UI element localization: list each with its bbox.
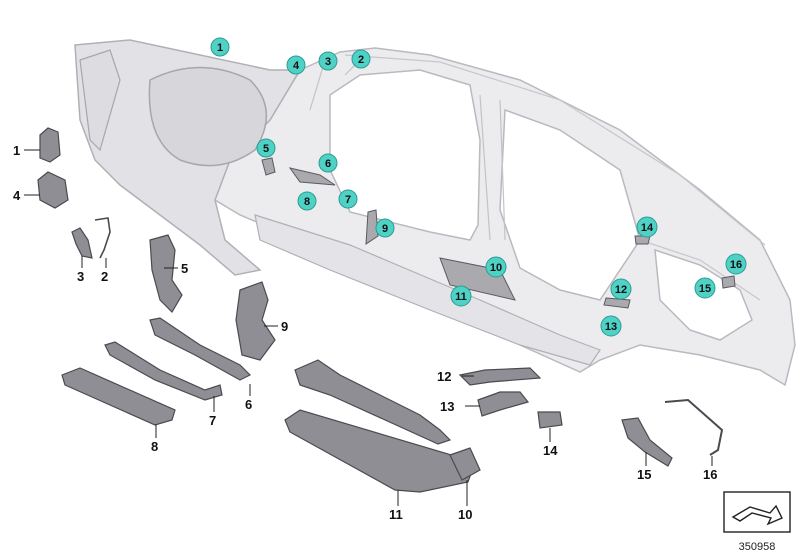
part-10-bracket bbox=[449, 447, 481, 481]
part-label-9: 9 bbox=[281, 319, 288, 334]
part-12 bbox=[458, 367, 542, 386]
callout-marker-14: 14 bbox=[636, 216, 658, 238]
part-label-3: 3 bbox=[77, 269, 84, 284]
callout-marker-5: 5 bbox=[256, 138, 276, 158]
part-label-11: 11 bbox=[389, 507, 403, 522]
part-label-4: 4 bbox=[13, 188, 21, 203]
part-4 bbox=[37, 171, 69, 209]
part-7 bbox=[104, 341, 223, 401]
callout-marker-16: 16 bbox=[725, 253, 747, 275]
part-label-16: 16 bbox=[703, 467, 717, 482]
part-label-14: 14 bbox=[543, 443, 558, 458]
part-label-7: 7 bbox=[209, 413, 216, 428]
side-sill bbox=[254, 214, 601, 366]
orientation-arrow-icon bbox=[731, 504, 783, 526]
part-11 bbox=[284, 409, 476, 493]
part-label-2: 2 bbox=[101, 269, 108, 284]
marker-label: 7 bbox=[345, 194, 351, 206]
marker-label: 12 bbox=[615, 284, 627, 296]
part-14 bbox=[537, 411, 563, 429]
part-label-13: 13 bbox=[440, 399, 454, 414]
callout-marker-13: 13 bbox=[600, 315, 622, 337]
marker-label: 16 bbox=[730, 259, 742, 271]
part-label-6: 6 bbox=[245, 397, 252, 412]
body-mounted-parts bbox=[261, 157, 736, 309]
separate-parts bbox=[37, 127, 724, 493]
marker-label: 13 bbox=[605, 321, 617, 333]
callout-marker-2: 2 bbox=[351, 49, 371, 69]
side-panel bbox=[214, 47, 796, 387]
part-5 bbox=[149, 234, 183, 313]
bracket-on-body-16 bbox=[721, 275, 736, 289]
marker-label: 3 bbox=[325, 56, 331, 68]
part-label-8: 8 bbox=[151, 439, 158, 454]
marker-label: 6 bbox=[325, 158, 331, 170]
reference-box: 350958 bbox=[723, 491, 791, 553]
marker-label: 14 bbox=[641, 222, 654, 234]
part-15 bbox=[621, 417, 673, 467]
callout-marker-1: 1 bbox=[210, 37, 230, 57]
part-10 bbox=[294, 359, 452, 445]
part-6 bbox=[149, 317, 252, 381]
roof-rail bbox=[344, 54, 766, 246]
callout-marker-15: 15 bbox=[694, 277, 716, 299]
part-13 bbox=[477, 391, 530, 417]
part-8 bbox=[61, 367, 176, 426]
callout-marker-9: 9 bbox=[375, 218, 395, 238]
marker-label: 4 bbox=[293, 60, 300, 72]
leader-lines bbox=[24, 149, 713, 506]
callout-marker-10: 10 bbox=[485, 256, 507, 278]
part-2 bbox=[94, 217, 111, 259]
callout-marker-8: 8 bbox=[297, 191, 317, 211]
callout-markers: 1 2 3 4 5 6 7 8 9 10 11 12 13 14 15 16 bbox=[210, 37, 747, 337]
marker-label: 1 bbox=[217, 42, 223, 54]
bracket-on-body-6 bbox=[288, 167, 336, 186]
reference-number: 350958 bbox=[739, 541, 776, 553]
part-label-5: 5 bbox=[181, 261, 188, 276]
part-label-10: 10 bbox=[458, 507, 472, 522]
callout-marker-3: 3 bbox=[318, 51, 338, 71]
part-label-12: 12 bbox=[437, 369, 451, 384]
marker-label: 9 bbox=[382, 223, 388, 235]
marker-label: 5 bbox=[263, 143, 269, 155]
callout-marker-12: 12 bbox=[610, 278, 632, 300]
part-9 bbox=[235, 281, 276, 361]
part-3 bbox=[71, 227, 93, 259]
rear-quarter bbox=[639, 239, 761, 301]
body-side-frame bbox=[74, 39, 796, 387]
marker-label: 15 bbox=[699, 283, 711, 295]
marker-label: 2 bbox=[358, 54, 364, 66]
callout-marker-11: 11 bbox=[450, 285, 472, 307]
part-label-1: 1 bbox=[13, 143, 20, 158]
part-number-labels: 1 4 3 2 5 9 6 7 8 12 13 14 11 10 15 16 bbox=[13, 143, 717, 522]
marker-label: 10 bbox=[490, 262, 502, 274]
bracket-on-body-9 bbox=[365, 209, 379, 245]
bracket-on-body-10 bbox=[439, 257, 516, 301]
b-pillar bbox=[479, 94, 506, 241]
part-1 bbox=[39, 127, 61, 163]
callout-marker-6: 6 bbox=[318, 153, 338, 173]
marker-label: 8 bbox=[304, 196, 310, 208]
marker-label: 11 bbox=[455, 291, 467, 303]
part-label-15: 15 bbox=[637, 467, 651, 482]
front-rail bbox=[79, 49, 121, 152]
callout-marker-7: 7 bbox=[338, 189, 358, 209]
front-wheel-arch bbox=[148, 66, 267, 167]
callout-marker-4: 4 bbox=[286, 55, 306, 75]
part-16 bbox=[664, 398, 724, 456]
bracket-on-body-5 bbox=[261, 157, 276, 176]
